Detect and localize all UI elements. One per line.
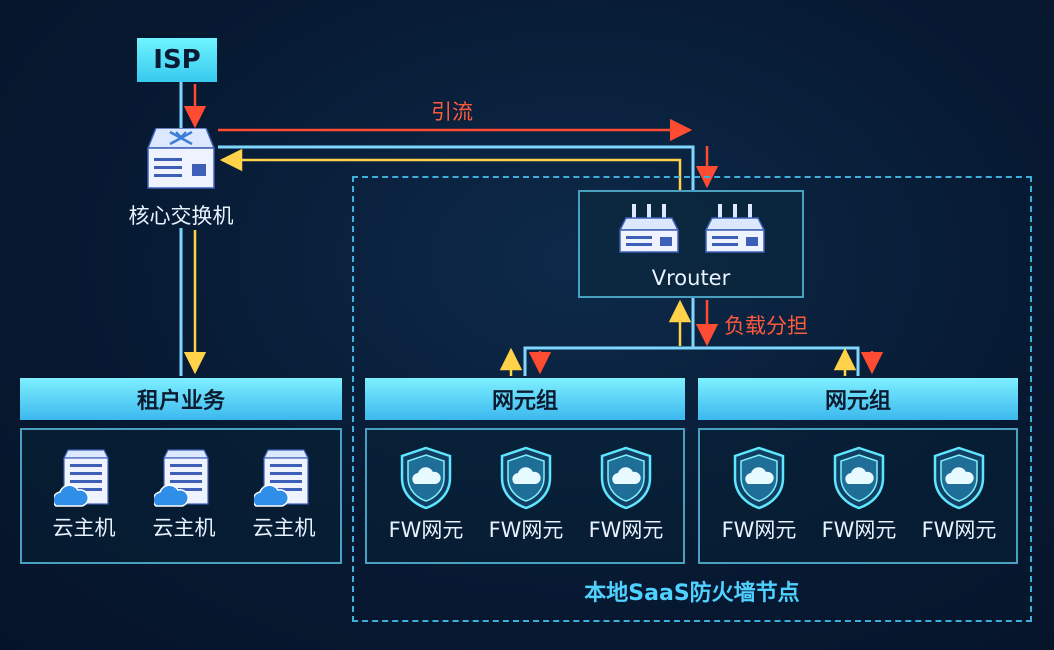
fw-element-label: FW网元 bbox=[388, 518, 464, 542]
load-balance-label: 负载分担 bbox=[724, 314, 808, 338]
cloud-server-icon bbox=[254, 449, 309, 507]
firewall-shield-icon bbox=[600, 446, 652, 510]
fw-element-label: FW网元 bbox=[921, 518, 997, 542]
core-switch-icon bbox=[146, 127, 216, 190]
divert-label: 引流 bbox=[431, 100, 473, 124]
group-title: 网元组 bbox=[698, 378, 1018, 420]
router-icon bbox=[618, 204, 680, 254]
group-panel: FW网元 FW网元 FW网元 bbox=[698, 428, 1018, 564]
cloud-host-item: 云主机 bbox=[144, 448, 224, 542]
fw-element-item: FW网元 bbox=[814, 446, 904, 544]
core-switch-label: 核心交换机 bbox=[128, 204, 234, 228]
return-arrow bbox=[219, 148, 682, 190]
vrouter-label: Vrouter bbox=[651, 266, 731, 290]
isp-box: ISP bbox=[137, 38, 217, 82]
fw-element-item: FW网元 bbox=[481, 446, 571, 544]
group-panel: FW网元 FW网元 FW网元 bbox=[365, 428, 685, 564]
tenant-panel: 云主机 云主机 云主机 bbox=[20, 428, 342, 564]
cloud-host-item: 云主机 bbox=[44, 448, 124, 542]
firewall-shield-icon bbox=[500, 446, 552, 510]
fw-element-item: FW网元 bbox=[714, 446, 804, 544]
tenant-title: 租户业务 bbox=[20, 378, 342, 420]
cloud-host-item: 云主机 bbox=[244, 448, 324, 542]
cloud-host-label: 云主机 bbox=[252, 516, 316, 540]
fw-element-label: FW网元 bbox=[588, 518, 664, 542]
cloud-host-label: 云主机 bbox=[152, 516, 216, 540]
group-bus-line bbox=[523, 346, 860, 376]
group-title: 网元组 bbox=[365, 378, 685, 420]
cloud-server-icon bbox=[54, 449, 109, 507]
fw-element-label: FW网元 bbox=[821, 518, 897, 542]
vrouter-link-line bbox=[218, 145, 695, 190]
saas-firewall-node-area bbox=[352, 176, 1032, 622]
node-title: 本地SaaS防火墙节点 bbox=[584, 581, 800, 606]
router-icon bbox=[704, 204, 766, 254]
fw-element-item: FW网元 bbox=[914, 446, 1004, 544]
firewall-shield-icon bbox=[400, 446, 452, 510]
firewall-shield-icon bbox=[833, 446, 885, 510]
cloud-server-icon bbox=[154, 449, 209, 507]
firewall-shield-icon bbox=[733, 446, 785, 510]
vrouter-box: Vrouter bbox=[578, 190, 804, 298]
fw-element-label: FW网元 bbox=[721, 518, 797, 542]
cloud-host-label: 云主机 bbox=[52, 516, 116, 540]
firewall-shield-icon bbox=[933, 446, 985, 510]
fw-element-item: FW网元 bbox=[381, 446, 471, 544]
fw-element-label: FW网元 bbox=[488, 518, 564, 542]
fw-element-item: FW网元 bbox=[581, 446, 671, 544]
